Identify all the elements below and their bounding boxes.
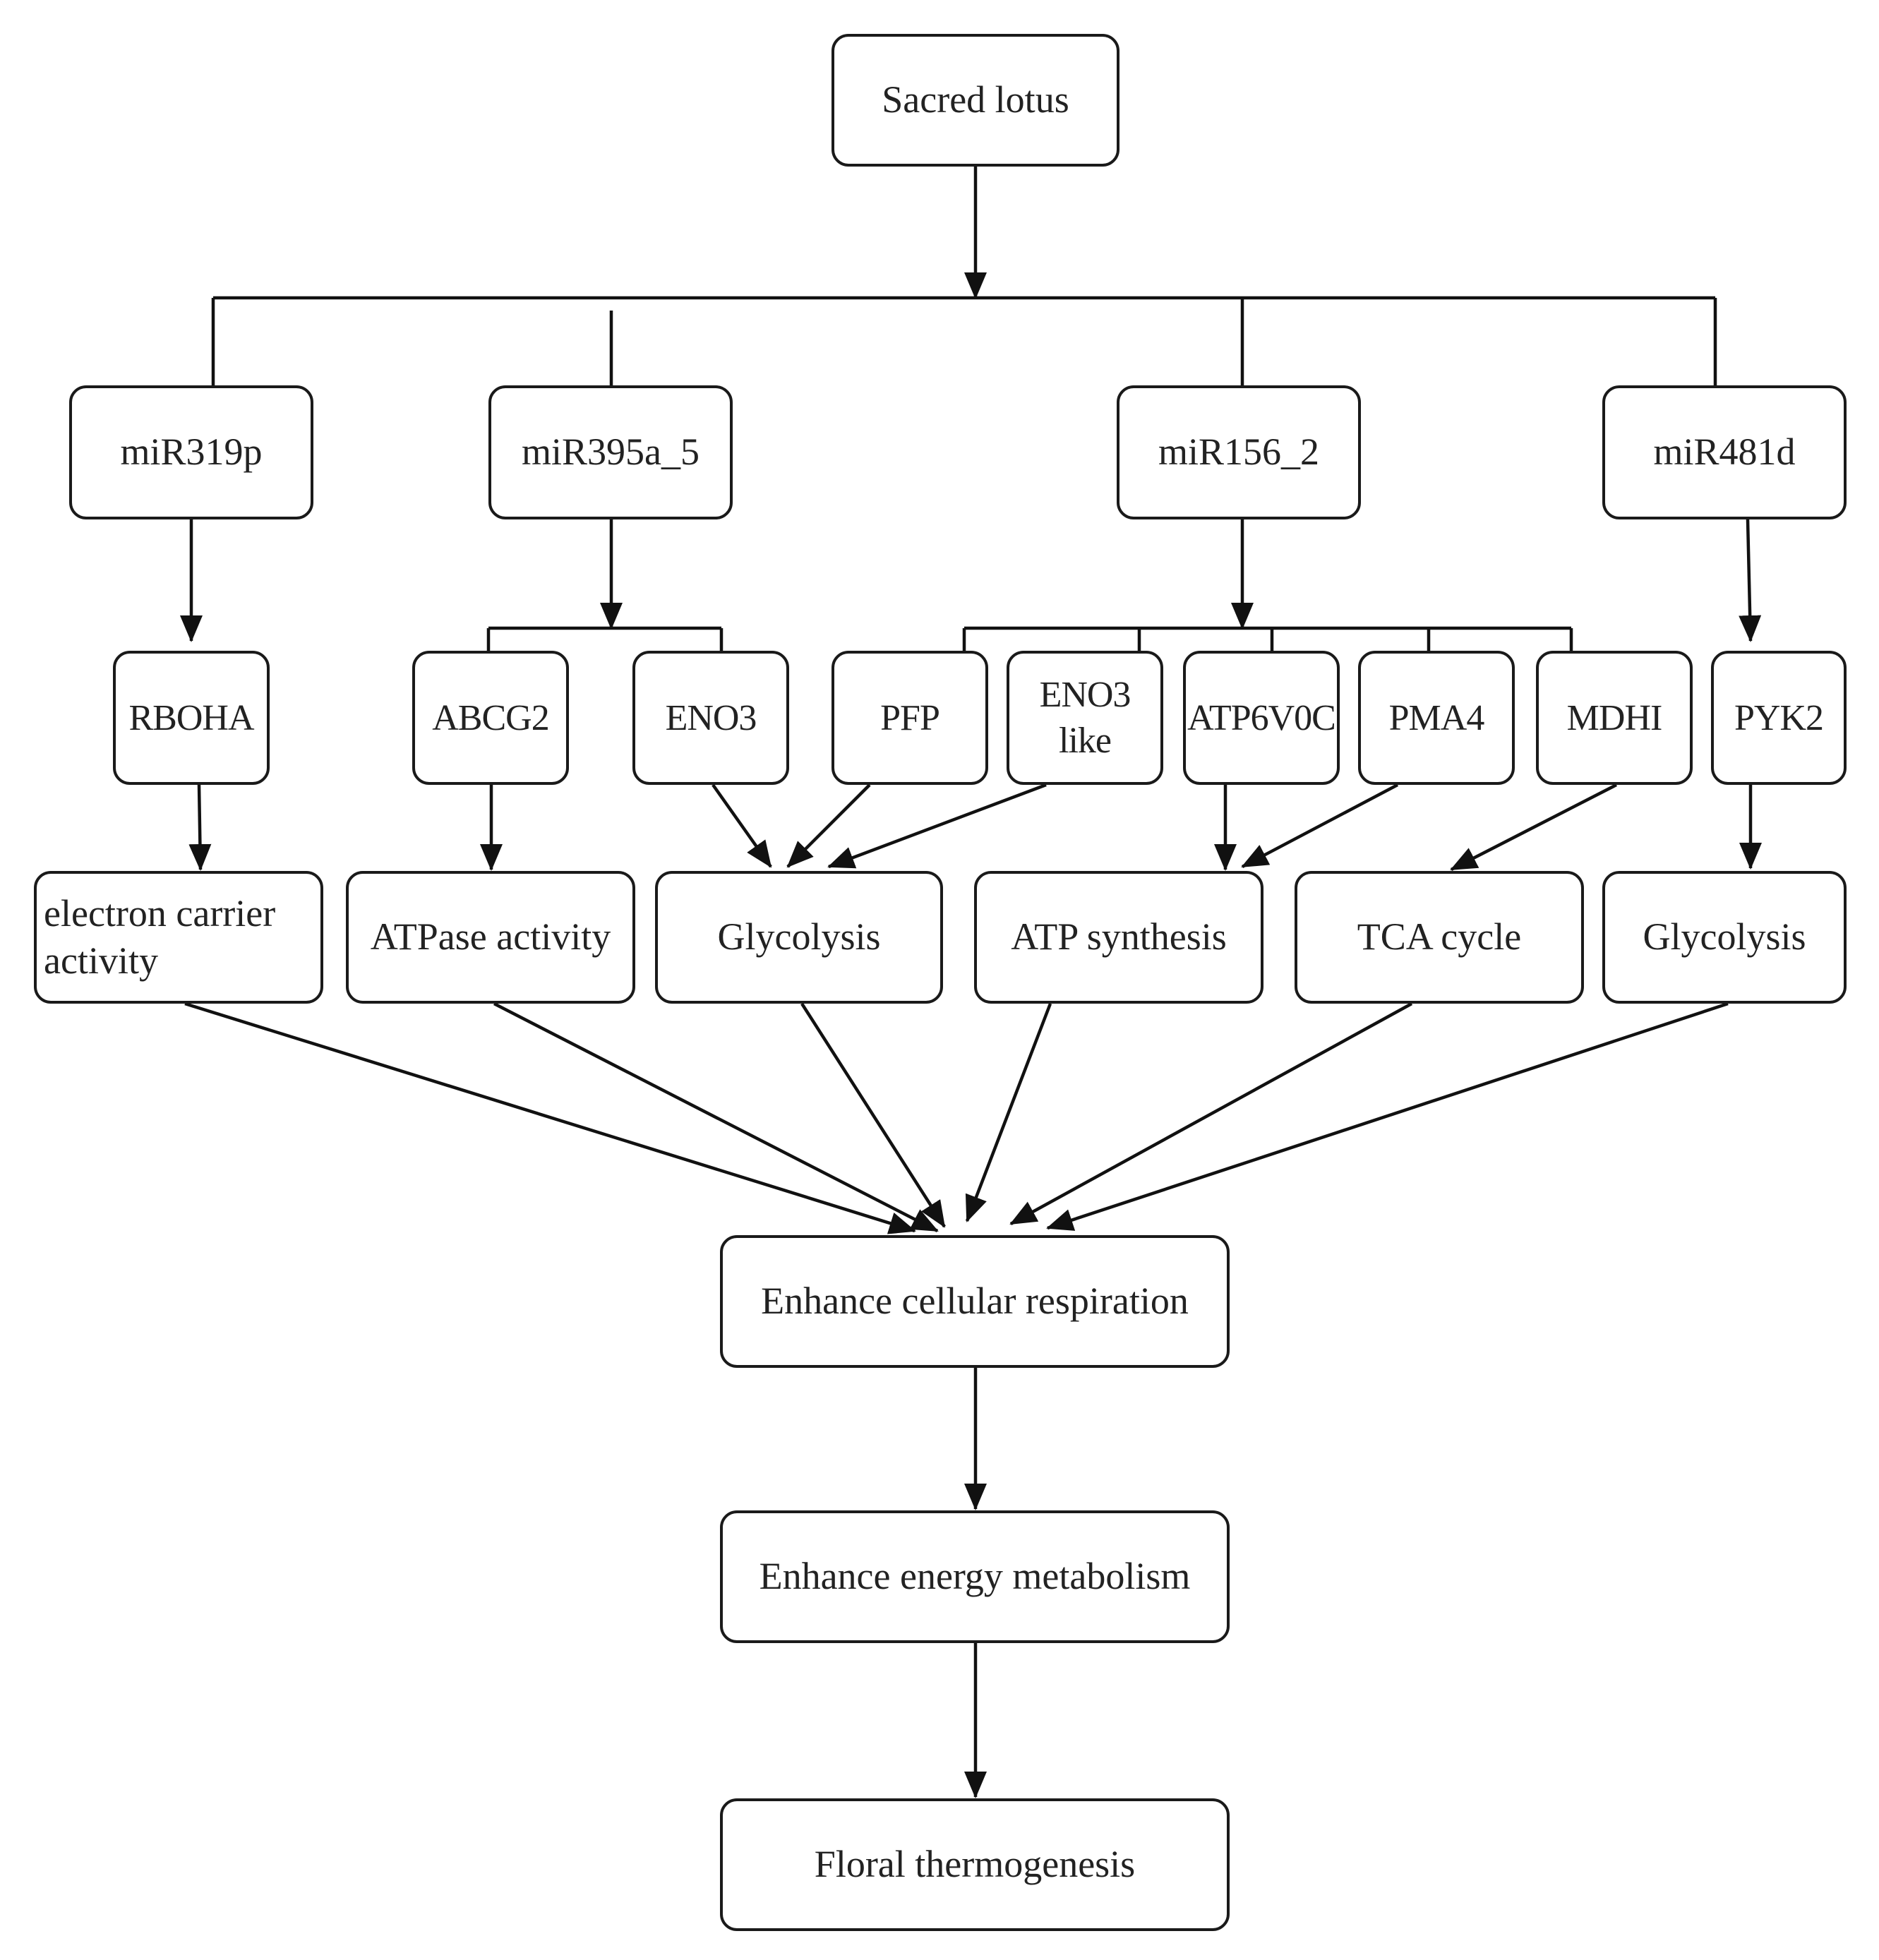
gene-label: RBOHA bbox=[128, 697, 254, 738]
mirna-node-mir319p: miR319p bbox=[69, 385, 313, 519]
process-node-atp-synthesis: ATP synthesis bbox=[974, 871, 1263, 1004]
mirna-node-mir156-2: miR156_2 bbox=[1117, 385, 1361, 519]
process-label: ATPase activity bbox=[370, 915, 611, 958]
outcome-node-enhance-cellular-respiration: Enhance cellular respiration bbox=[720, 1235, 1230, 1368]
gene-node-mdhi: MDHI bbox=[1536, 651, 1693, 785]
arrow-tca-to-respiration bbox=[1009, 1002, 1413, 1225]
mirna-node-mir481d: miR481d bbox=[1602, 385, 1847, 519]
gene-label: PYK2 bbox=[1734, 697, 1824, 738]
arrow-eno3-to-glycolysis bbox=[712, 783, 772, 868]
mirna-label: miR481d bbox=[1653, 431, 1796, 474]
root-label: Sacred lotus bbox=[882, 78, 1069, 121]
gene-label: ABCG2 bbox=[432, 697, 549, 738]
process-node-tca-cycle: TCA cycle bbox=[1295, 871, 1584, 1004]
outcome-label: Floral thermogenesis bbox=[814, 1843, 1136, 1886]
arrow-electron-carrier-to-respiration bbox=[184, 1002, 916, 1234]
process-label: Glycolysis bbox=[1643, 915, 1806, 958]
mirna-label: miR395a_5 bbox=[522, 431, 700, 474]
process-node-glycolysis-1: Glycolysis bbox=[655, 871, 943, 1004]
outcome-label: Enhance energy metabolism bbox=[759, 1555, 1191, 1598]
arrow-atpase-to-respiration bbox=[493, 1002, 939, 1233]
arrow-atp-synthesis-to-respiration bbox=[965, 1003, 1052, 1222]
process-node-atpase-activity: ATPase activity bbox=[346, 871, 635, 1004]
arrow-pma4-to-atp-synthesis bbox=[1241, 783, 1399, 868]
mirna-label: miR319p bbox=[120, 431, 263, 474]
outcome-node-floral-thermogenesis: Floral thermogenesis bbox=[720, 1798, 1230, 1931]
gene-node-abcg2: ABCG2 bbox=[412, 651, 569, 785]
gene-node-rboha: RBOHA bbox=[113, 651, 270, 785]
gene-node-eno3-like: ENO3 like bbox=[1007, 651, 1163, 785]
gene-label: MDHI bbox=[1566, 697, 1663, 738]
arrow-mdhi-to-tca-cycle bbox=[1450, 783, 1618, 872]
process-label: electron carrier activity bbox=[44, 891, 276, 982]
gene-label: ENO3 bbox=[665, 697, 757, 738]
mirna-node-mir395a-5: miR395a_5 bbox=[488, 385, 733, 519]
arrow-eno3-like-to-glycolysis bbox=[827, 783, 1047, 869]
process-node-electron-carrier-activity: electron carrier activity bbox=[34, 871, 323, 1004]
process-label: Glycolysis bbox=[717, 915, 881, 958]
gene-label: ATP6V0C bbox=[1187, 697, 1336, 738]
gene-label: PFP bbox=[880, 697, 940, 738]
gene-label: ENO3 like bbox=[1039, 675, 1131, 761]
mirna-label: miR156_2 bbox=[1158, 431, 1320, 474]
arrow-rboha-to-electron-carrier bbox=[188, 784, 212, 871]
arrow-glycolysis-to-respiration bbox=[800, 1002, 946, 1228]
process-node-glycolysis-2: Glycolysis bbox=[1602, 871, 1847, 1004]
gene-node-atp6v0c: ATP6V0C bbox=[1183, 651, 1340, 785]
gene-node-pma4: PMA4 bbox=[1358, 651, 1515, 785]
outcome-node-enhance-energy-metabolism: Enhance energy metabolism bbox=[720, 1510, 1230, 1643]
gene-node-eno3: ENO3 bbox=[632, 651, 789, 785]
arrow-mir481d-to-pyk2 bbox=[1739, 519, 1762, 642]
arrow-glycolysis2-to-respiration bbox=[1046, 1002, 1729, 1231]
outcome-label: Enhance cellular respiration bbox=[761, 1280, 1189, 1323]
process-label: TCA cycle bbox=[1357, 915, 1522, 958]
root-node-sacred-lotus: Sacred lotus bbox=[832, 34, 1119, 167]
gene-node-pfp: PFP bbox=[832, 651, 988, 785]
gene-node-pyk2: PYK2 bbox=[1711, 651, 1847, 785]
gene-label: PMA4 bbox=[1388, 697, 1485, 738]
arrow-pfp-to-glycolysis bbox=[786, 783, 871, 868]
process-label: ATP synthesis bbox=[1011, 915, 1227, 958]
